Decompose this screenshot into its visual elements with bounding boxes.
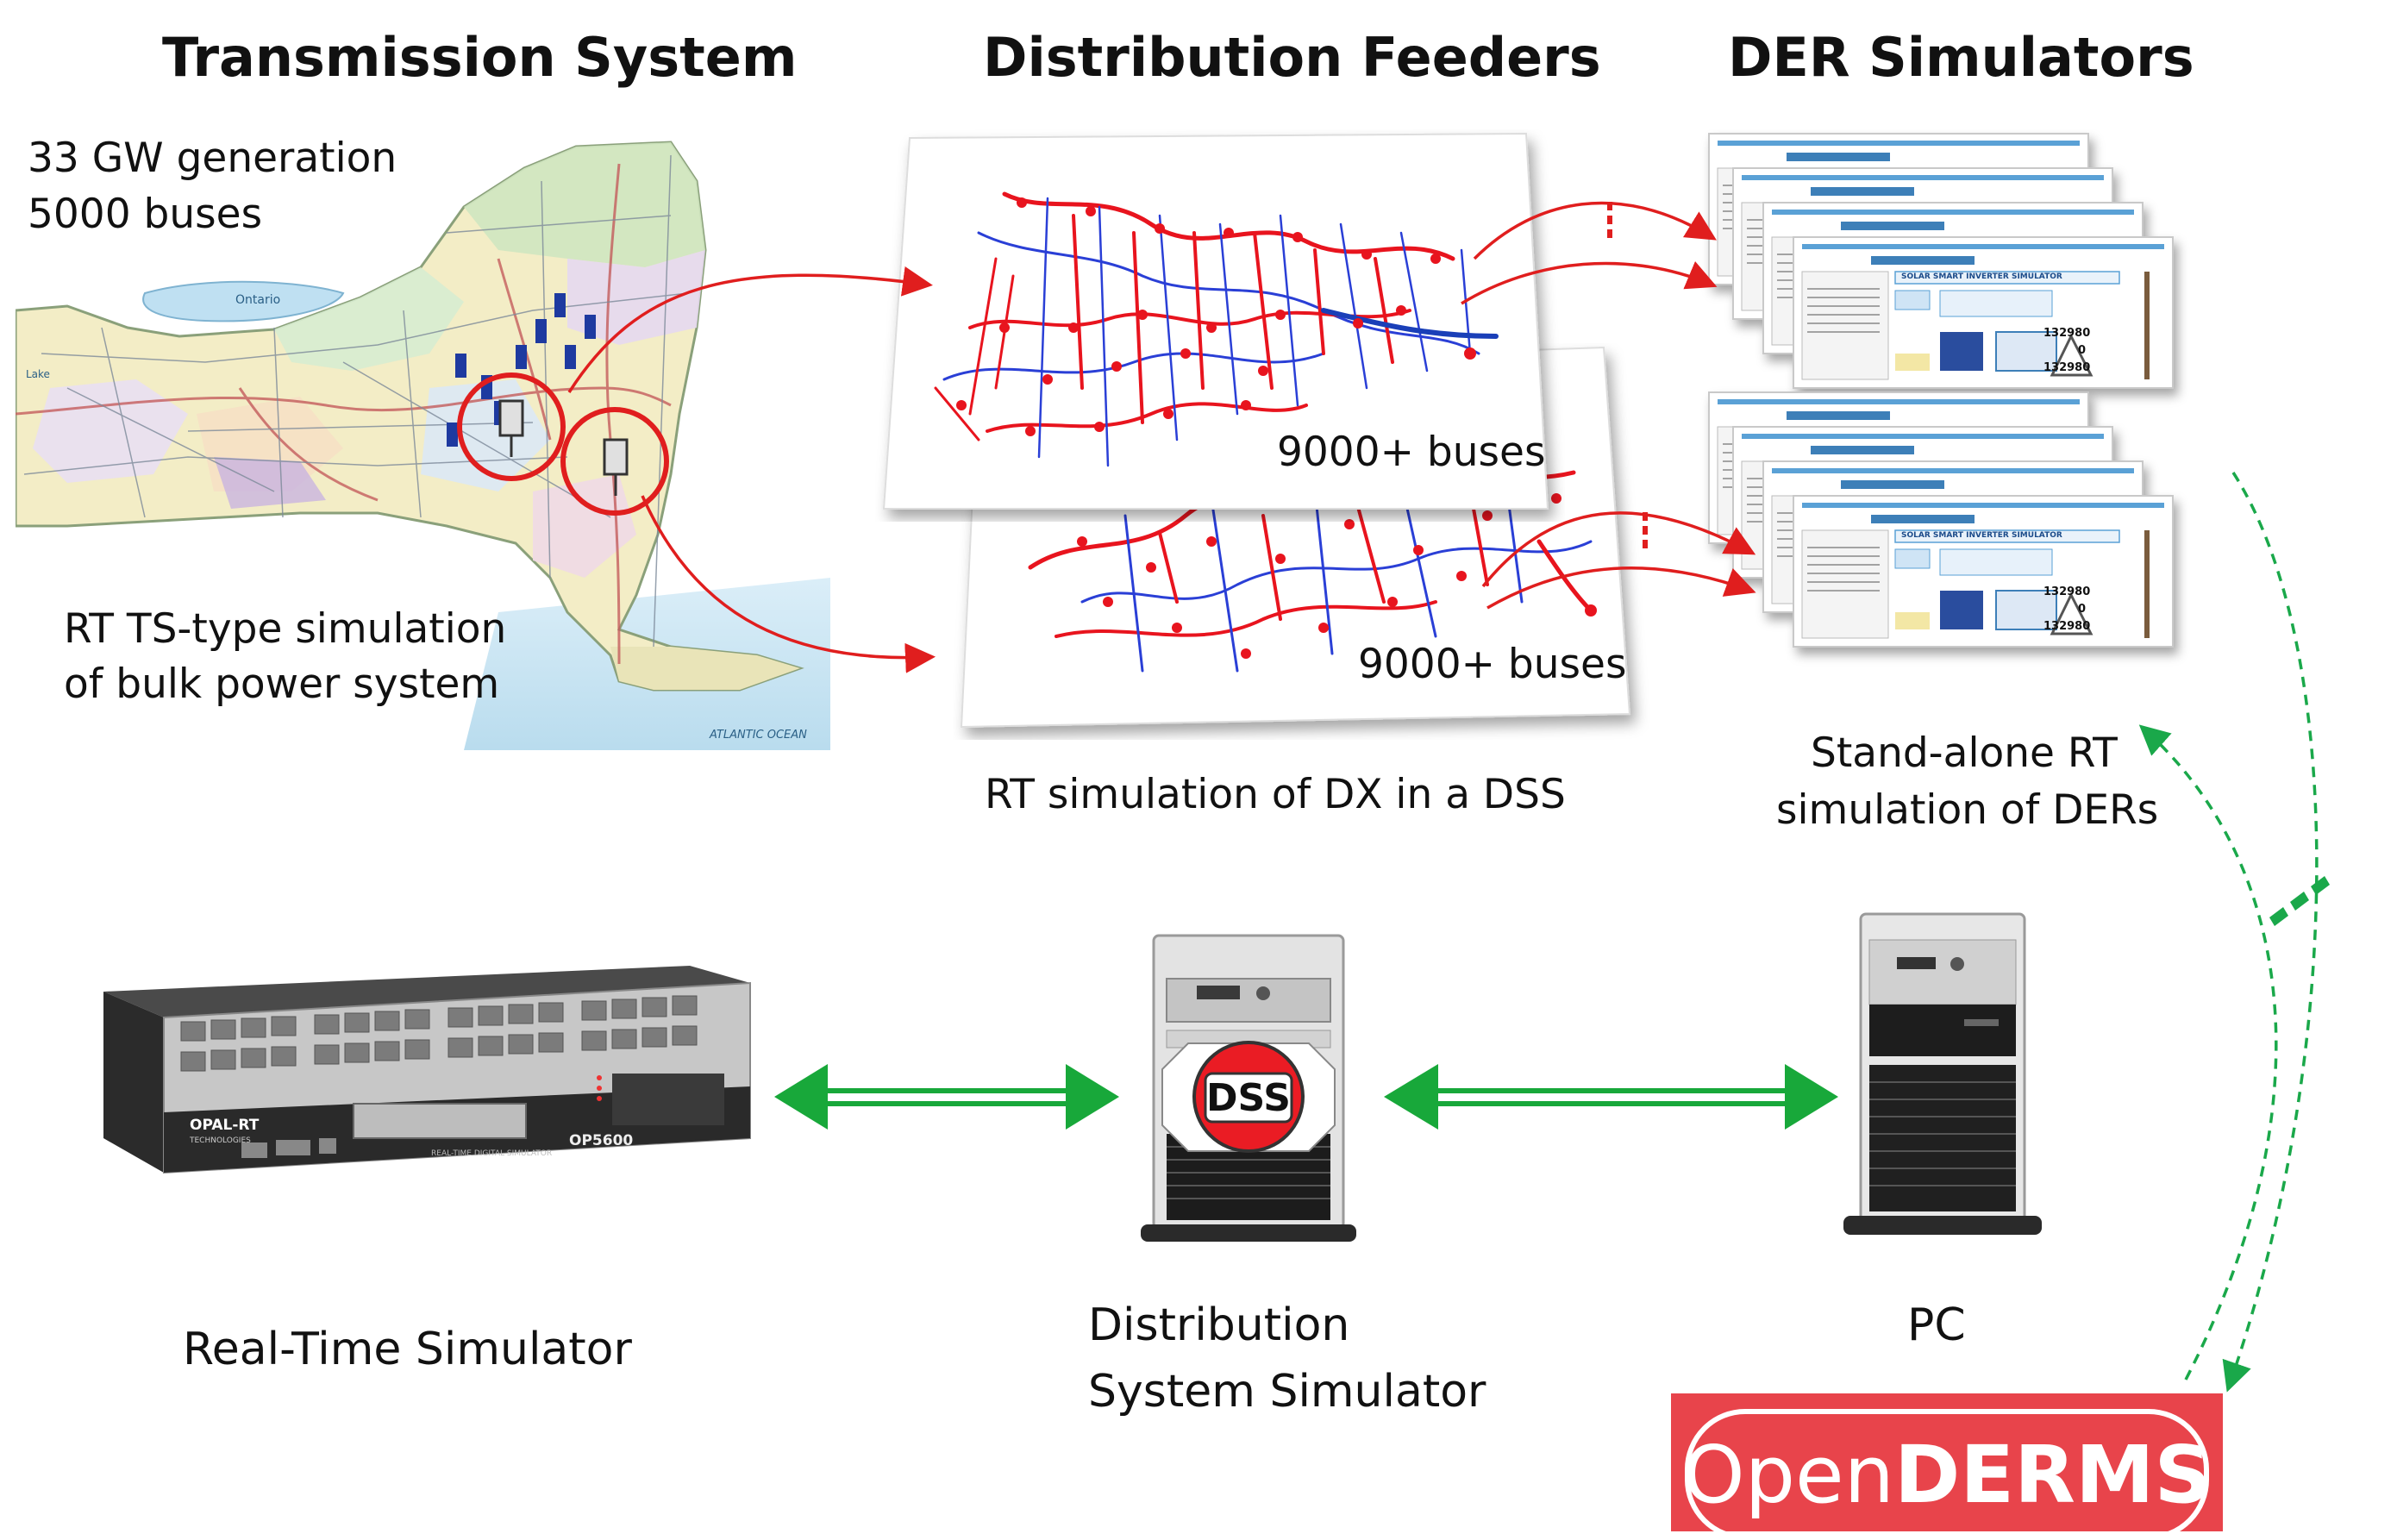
rts-brand: OPAL-RT [190, 1117, 260, 1134]
transmission-buses: 5000 buses [28, 191, 263, 238]
der-simulator-stack: SOLAR SMART INVERTER SIMULATOR 132980 0 … [1699, 129, 2199, 716]
feeder-front-buses: 9000+ buses [1277, 429, 1545, 476]
realtime-simulator-device: OPAL-RT TECHNOLOGIES OP5600 REAL-TIME DI… [103, 966, 751, 1174]
dss-badge-text: DSS [1206, 1076, 1291, 1120]
map-lake-name: Ontario [235, 293, 280, 307]
substation-circle-2 [560, 407, 669, 516]
pc-tower [1843, 912, 2042, 1235]
transmission-desc-line2: of bulk power system [64, 660, 500, 708]
substation-circle-1 [457, 372, 566, 481]
dss-tower: DSS [1141, 934, 1356, 1242]
der-panel-value-1: 132980 [2043, 327, 2090, 340]
arrow-map-to-feeder-1 [567, 266, 933, 393]
distribution-heading: Distribution Feeders [983, 26, 1601, 89]
arrow-dss-pc [1384, 1064, 1838, 1130]
transmission-desc-line1: RT TS-type simulation [64, 605, 507, 653]
dashed-arrow-derms-to-der [2138, 724, 2278, 1380]
feeders-caption: RT simulation of DX in a DSS [985, 771, 1566, 818]
rts-model: OP5600 [569, 1132, 633, 1149]
dss-badge: DSS [1161, 1041, 1336, 1153]
openderms-logo-light: Open [1682, 1428, 1894, 1521]
dss-label-line2: System Simulator [1088, 1366, 1486, 1418]
arrow-feeder2-to-der-1 [1481, 511, 1756, 588]
der-panel-title-2: SOLAR SMART INVERTER SIMULATOR [1901, 531, 2062, 540]
der-panel-value-6: 132980 [2043, 620, 2090, 633]
map-lake-label: Lake [26, 368, 50, 380]
arrow-feeder1-to-der-1 [1473, 201, 1717, 260]
der-panel-value-5: 0 [2078, 603, 2086, 616]
der-panel-value-3: 132980 [2043, 361, 2090, 374]
der-caption-line1: Stand-alone RT [1811, 729, 2118, 777]
transmission-heading: Transmission System [162, 26, 798, 89]
dashed-arrow-der-to-derms [2222, 472, 2319, 1393]
der-panel-value-4: 132980 [2043, 585, 2090, 598]
arrow-feeder2-to-der-2 [1486, 567, 1756, 610]
rts-model-sub: REAL-TIME DIGITAL SIMULATOR [431, 1149, 552, 1158]
transmission-map: Ontario Lake ATLANTIC OCEAN [16, 129, 830, 750]
arrow-map-to-feeder-2 [641, 495, 936, 673]
openderms-logo-bold: DERMS [1893, 1428, 2212, 1521]
rts-brand-sub: TECHNOLOGIES [189, 1136, 251, 1145]
pc-label: PC [1907, 1299, 1966, 1351]
der-caption-line2: simulation of DERs [1776, 786, 2159, 834]
dss-label-line1: Distribution [1088, 1299, 1350, 1351]
map-ocean-label: ATLANTIC OCEAN [709, 729, 807, 742]
arrow-feeder1-to-der-2 [1461, 261, 1718, 305]
feeder-sheet-front: 9000+ buses [882, 132, 1549, 510]
red-ellipsis-dots [1607, 202, 1648, 548]
green-ellipsis-dots [2269, 876, 2330, 926]
der-heading: DER Simulators [1728, 26, 2194, 89]
der-panel-title-1: SOLAR SMART INVERTER SIMULATOR [1901, 272, 2062, 281]
transmission-gen: 33 GW generation [28, 135, 397, 182]
der-panel-value-2: 0 [2078, 344, 2086, 357]
arrow-rts-dss [774, 1064, 1119, 1130]
rts-label: Real-Time Simulator [183, 1324, 632, 1375]
feeder-back-buses: 9000+ buses [1358, 641, 1626, 688]
